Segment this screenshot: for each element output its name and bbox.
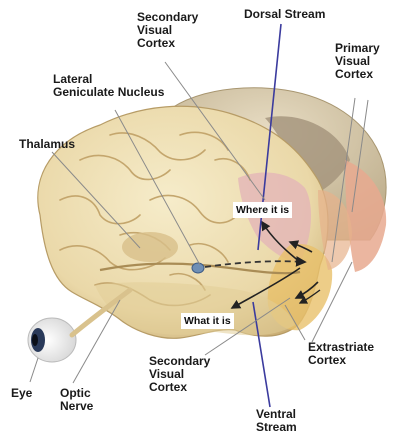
label-thalamus: Thalamus	[19, 138, 75, 151]
label-optic-nerve: Optic Nerve	[60, 387, 93, 413]
label-secondary-visual-cortex-top: Secondary Visual Cortex	[137, 11, 198, 50]
label-what-it-is: What it is	[181, 313, 234, 329]
label-extrastriate-cortex: Extrastriate Cortex	[308, 341, 374, 367]
label-primary-visual-cortex: Primary Visual Cortex	[335, 42, 380, 81]
label-dorsal-stream: Dorsal Stream	[244, 8, 325, 21]
label-ventral-stream: Ventral Stream	[256, 408, 297, 434]
label-lateral-geniculate-nucleus: Lateral Geniculate Nucleus	[53, 73, 164, 99]
label-secondary-visual-cortex-bottom: Secondary Visual Cortex	[149, 355, 210, 394]
label-eye: Eye	[11, 387, 32, 400]
lateral-geniculate-nucleus-dot	[192, 263, 204, 273]
eye-pupil	[32, 334, 38, 346]
label-where-it-is: Where it is	[233, 202, 292, 218]
thalamus-region	[122, 232, 178, 262]
